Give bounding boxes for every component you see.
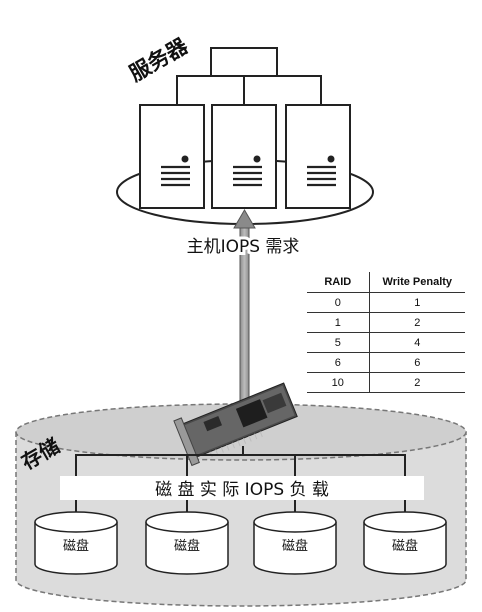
write-penalty-cell: 2 <box>369 312 465 333</box>
actual-load-label: 磁 盘 实 际 IOPS 负 载 <box>155 480 329 500</box>
host-iops-label: 主机IOPS 需求 <box>187 237 300 257</box>
table-row: 6 6 <box>307 352 465 373</box>
table-row: 5 4 <box>307 332 465 353</box>
table-header-row: RAID Write Penalty <box>307 272 465 293</box>
raid-level-cell: 1 <box>307 312 370 333</box>
server-connections <box>176 47 322 105</box>
raid-level-cell: 6 <box>307 352 370 373</box>
server-led-icon <box>327 155 335 163</box>
servers-label: 服务器 <box>125 33 192 86</box>
raid-header: RAID <box>307 272 370 293</box>
disk-label: 磁盘 <box>392 538 418 554</box>
write-penalty-cell: 1 <box>369 292 465 313</box>
write-penalty-cell: 2 <box>369 372 465 393</box>
server-unit <box>211 104 277 209</box>
disk-icon <box>363 511 447 575</box>
write-penalty-cell: 6 <box>369 352 465 373</box>
write-penalty-header: Write Penalty <box>369 272 465 293</box>
storage-cylinder <box>15 403 467 607</box>
raid-level-cell: 0 <box>307 292 370 313</box>
server-vent-icon <box>233 165 262 187</box>
server-unit <box>139 104 205 209</box>
disk-label: 磁盘 <box>174 538 200 554</box>
write-penalty-cell: 4 <box>369 332 465 353</box>
raid-level-cell: 10 <box>307 372 370 393</box>
table-row: 10 2 <box>307 372 465 393</box>
table-row: 1 2 <box>307 312 465 333</box>
server-vent-icon <box>161 165 190 187</box>
actual-load-band <box>60 476 424 500</box>
server-unit <box>285 104 351 209</box>
raid-write-penalty-table: RAID Write Penalty 0 1 1 2 5 4 6 6 10 2 <box>307 272 465 393</box>
table-row: 0 1 <box>307 292 465 313</box>
disk-label: 磁盘 <box>282 538 308 554</box>
disk-icon <box>145 511 229 575</box>
server-vent-icon <box>307 165 336 187</box>
disk-icon <box>34 511 118 575</box>
disk-icon <box>253 511 337 575</box>
raid-level-cell: 5 <box>307 332 370 353</box>
server-led-icon <box>253 155 261 163</box>
raid-controller-card-icon <box>173 382 298 467</box>
server-led-icon <box>181 155 189 163</box>
disk-label: 磁盘 <box>63 538 89 554</box>
